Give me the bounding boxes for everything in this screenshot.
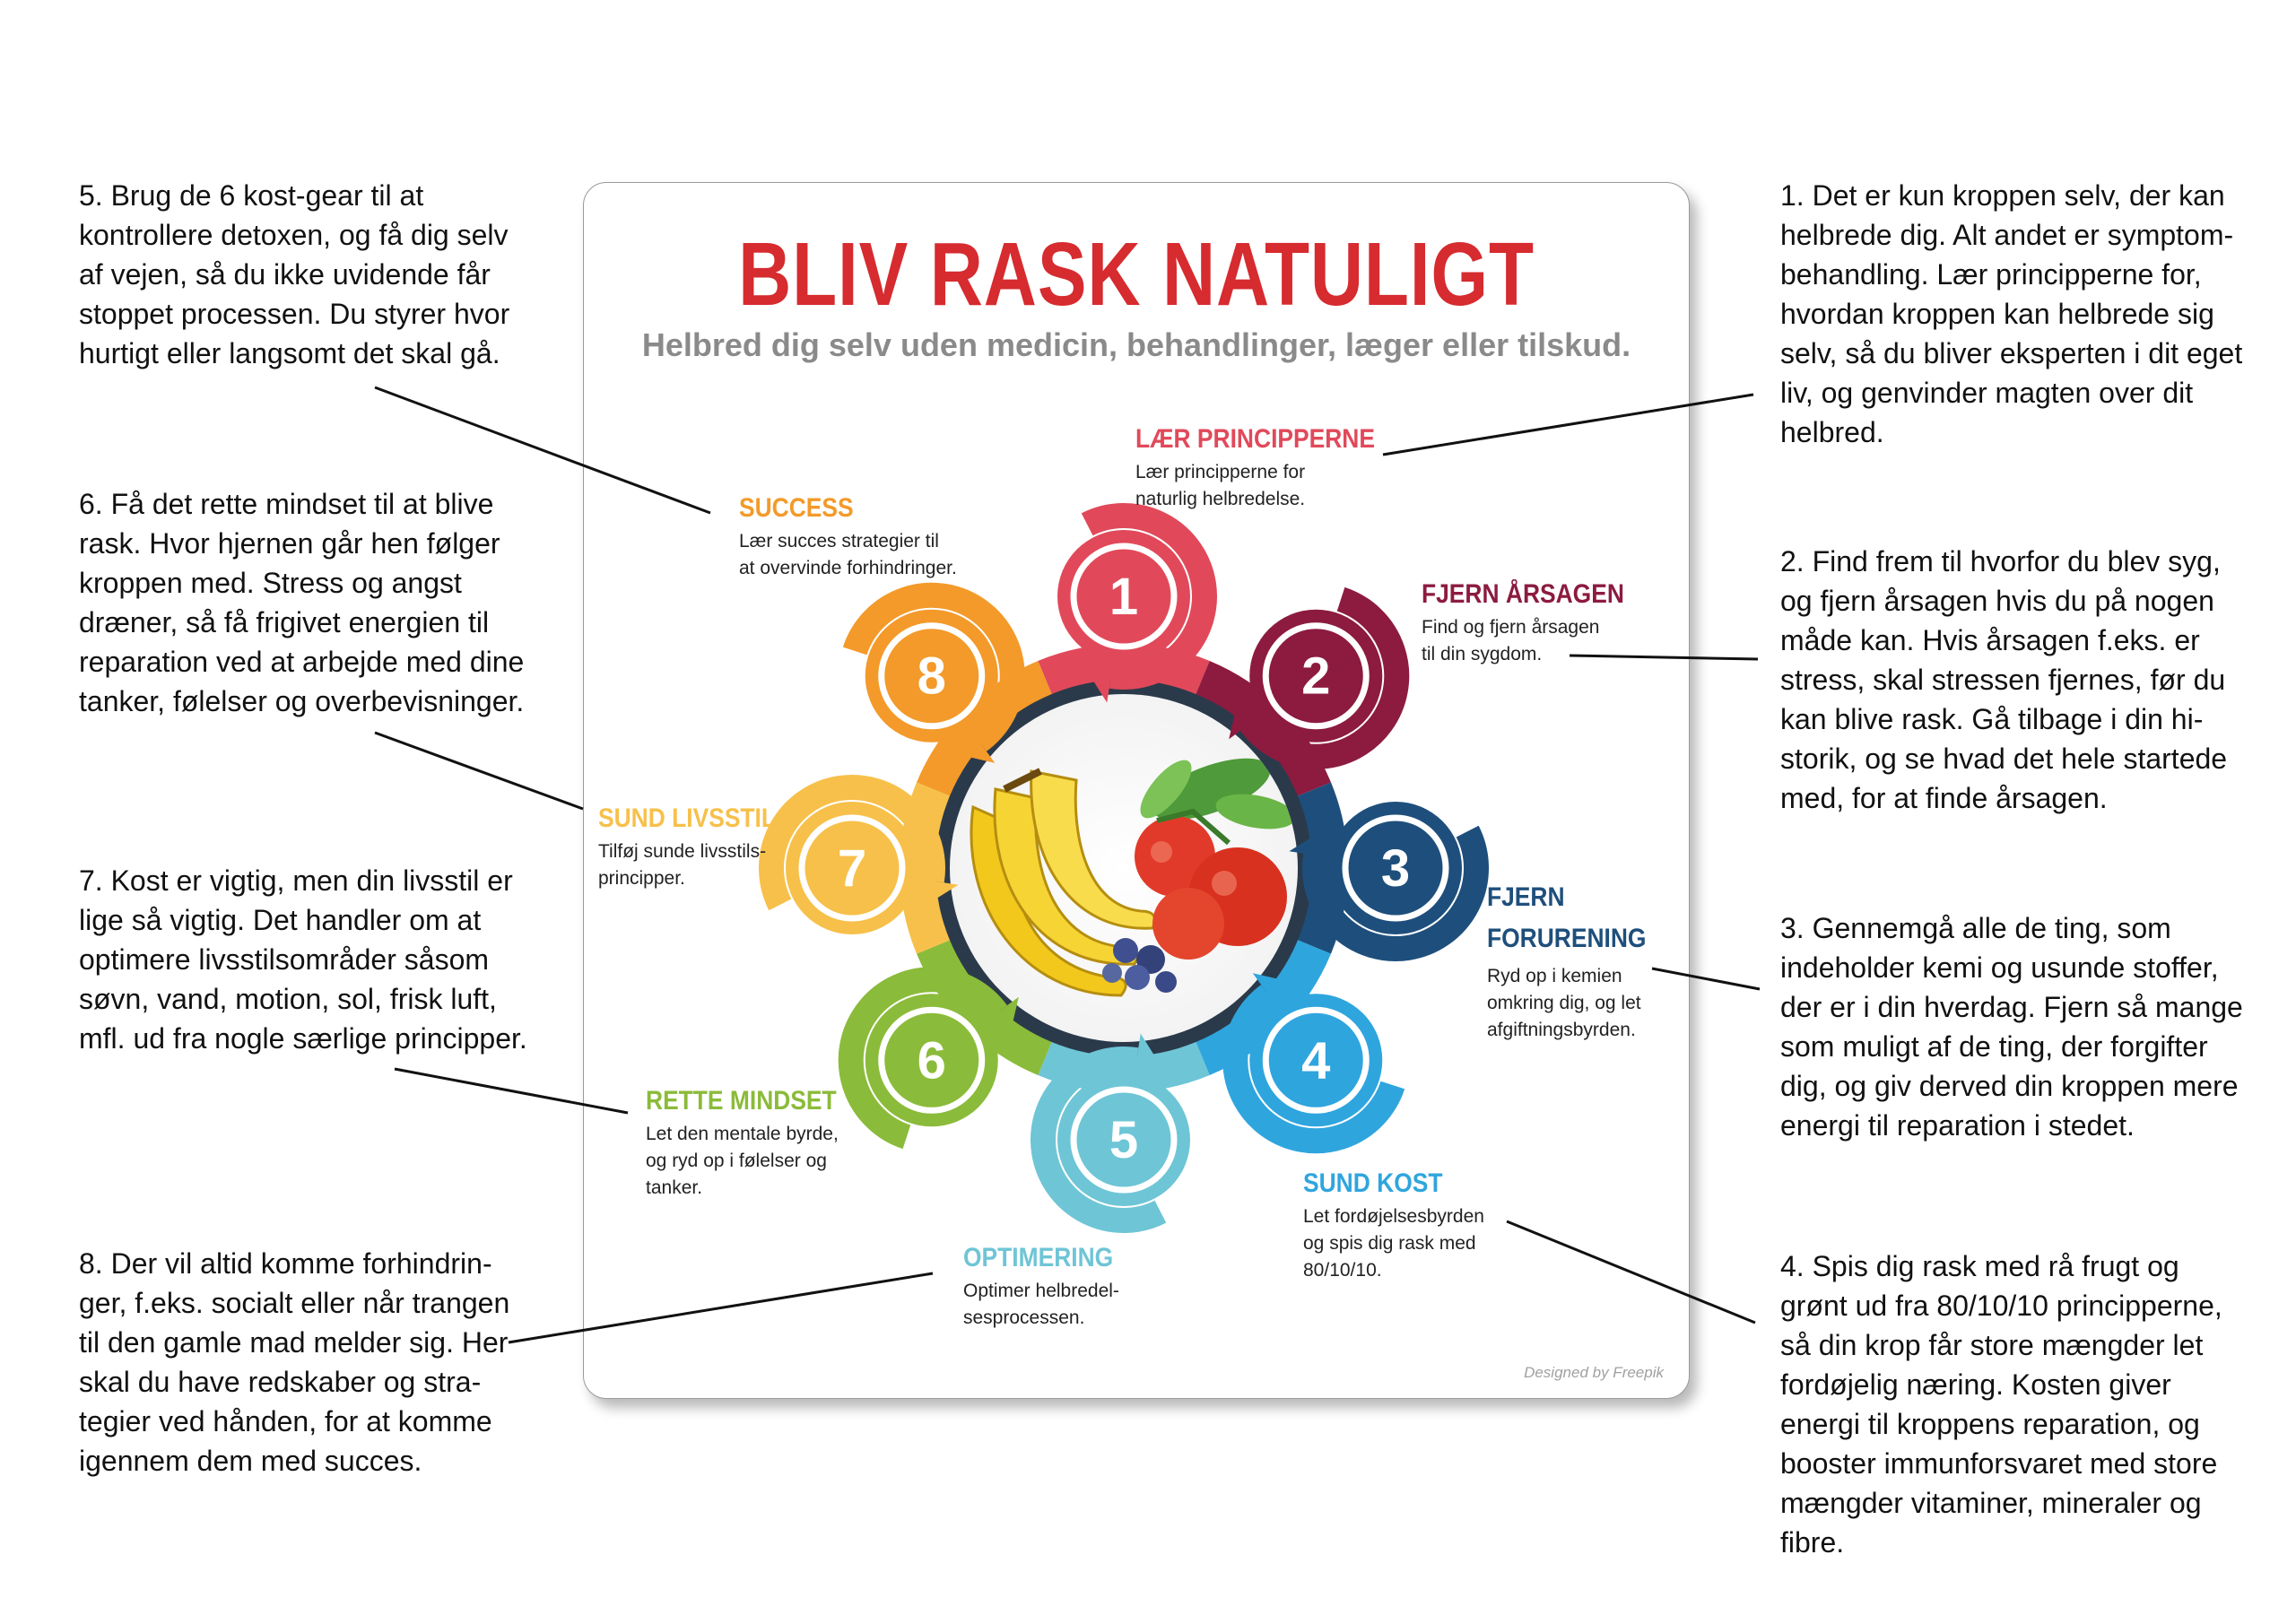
note-3: 3. Gennemgå alle de ting, som indeholder… [1780, 912, 2243, 1142]
infographic-title: BLIV RASK NATULIGT [738, 224, 1535, 325]
step-label-4: SUND KOST Let fordøjelsesbyrden og spis … [1303, 1168, 1484, 1284]
step-badge-1: 1 [1057, 503, 1217, 703]
step-heading-5: OPTIMERING [963, 1243, 1114, 1272]
note-5: 5. Brug de 6 kost-gear til at kontroller… [79, 179, 510, 369]
step-badge-5: 5 [1031, 1033, 1190, 1233]
arrow-arc-2 [1240, 586, 1410, 769]
arrow-arc-4 [1222, 985, 1405, 1154]
arrow-arc-3 [1302, 825, 1489, 961]
badge-number-7: 7 [838, 839, 866, 898]
step-label-6: RETTE MINDSET Let den mentale byrde, og … [646, 1085, 863, 1202]
infographic-subtitle: Helbred dig selv uden medicin, behandlin… [641, 326, 1631, 363]
badge-outer-7 [786, 802, 918, 934]
step-badge-2: 2 [1229, 586, 1410, 769]
step-badge-3: 3 [1289, 802, 1489, 961]
step-heading-1: LÆR PRINCIPPERNE [1135, 424, 1375, 454]
step-label-7: SUND LIVSSTIL Tilføj sunde livsstils- pr… [598, 803, 800, 892]
step-heading-2: FJERN ÅRSAGEN [1422, 579, 1624, 609]
badge-ring-2 [1262, 622, 1370, 730]
note-8: 8. Der vil altid komme forhindrin- ger, … [79, 1247, 510, 1477]
note-4: 4. Spis dig rask med rå frugt og grønt u… [1780, 1250, 2222, 1559]
badge-number-6: 6 [918, 1031, 946, 1090]
step-label-8: SUCCESS Lær succes strategier til at ove… [739, 492, 957, 582]
step-text-1: Lær principperne for naturlig helbredels… [1135, 462, 1306, 509]
step-text-3: Ryd op i kemien omkring dig, og let afgi… [1487, 966, 1641, 1040]
step-text-2: Find og fjern årsagen til din sygdom. [1422, 617, 1600, 664]
badge-outer-6 [865, 994, 998, 1127]
step-text-5: Optimer helbredel- sesprocessen. [963, 1281, 1119, 1328]
badge-outer-4 [1249, 994, 1383, 1127]
badge-number-8: 8 [918, 647, 946, 706]
badge-number-4: 4 [1301, 1031, 1330, 1090]
step-badge-6: 6 [838, 967, 1019, 1150]
step-heading-8: SUCCESS [739, 493, 854, 523]
arrow-head-7 [905, 876, 959, 904]
badge-ring-6 [878, 1006, 986, 1114]
badge-outer-2 [1249, 609, 1383, 743]
arrow-arc-5 [1031, 1046, 1167, 1233]
badge-number-1: 1 [1109, 568, 1138, 626]
step-label-5: OPTIMERING Optimer helbredel- sesprocess… [963, 1242, 1134, 1332]
badge-number-3: 3 [1381, 839, 1410, 898]
note-1: 1. Det er kun kroppen selv, der kan helb… [1780, 179, 2243, 448]
badge-outer-3 [1329, 802, 1462, 934]
badge-ring-1 [1070, 543, 1178, 650]
step-text-7: Tilføj sunde livsstils- principper. [598, 841, 767, 889]
step-heading-6: RETTE MINDSET [646, 1086, 837, 1116]
badge-ring-7 [798, 814, 906, 922]
arrow-arc-6 [838, 967, 1007, 1150]
step-text-8: Lær succes strategier til at overvinde f… [739, 531, 957, 578]
designer-credit: Designed by Freepik [1524, 1364, 1664, 1381]
arrow-head-5 [1132, 1033, 1160, 1087]
badge-outer-8 [865, 609, 998, 743]
badge-outer-5 [1057, 1073, 1190, 1206]
step-label-3: FJERN FORURENING Ryd op i kemien omkring… [1487, 877, 1668, 1044]
badge-ring-3 [1342, 814, 1449, 922]
fruit-illustration [970, 758, 1296, 997]
step-text-4: Let fordøjelsesbyrden og spis dig rask m… [1303, 1206, 1484, 1281]
step-heading-4: SUND KOST [1303, 1168, 1443, 1198]
step-heading-7: SUND LIVSSTIL [598, 803, 777, 833]
step-label-2: FJERN ÅRSAGEN Find og fjern årsagen til … [1422, 578, 1652, 668]
arrow-arc-1 [1081, 503, 1217, 690]
note-2: 2. Find frem til hvorfor du blev syg, og… [1780, 545, 2228, 814]
step-label-1: LÆR PRINCIPPERNE Lær principperne for na… [1135, 423, 1407, 513]
step-badge-7: 7 [759, 775, 959, 934]
badge-ring-4 [1262, 1006, 1370, 1114]
arrow-head-3 [1289, 832, 1343, 860]
arrow-head-1 [1088, 649, 1116, 703]
step-heading-3: FJERN FORURENING [1487, 882, 1647, 953]
badge-number-5: 5 [1109, 1111, 1138, 1169]
badge-number-2: 2 [1301, 647, 1330, 706]
step-text-6: Let den mentale byrde, og ryd op i følel… [646, 1124, 839, 1198]
badge-ring-8 [878, 622, 986, 730]
note-6: 6. Få det rette mindset til at blive ras… [79, 488, 525, 717]
note-7: 7. Kost er vigtig, men din livsstil er l… [79, 864, 527, 1055]
step-badge-4: 4 [1222, 973, 1405, 1154]
badge-outer-1 [1057, 530, 1190, 663]
badge-ring-5 [1070, 1086, 1178, 1194]
arrow-arc-7 [759, 775, 945, 911]
arrow-arc-8 [842, 582, 1025, 751]
step-badge-8: 8 [842, 582, 1025, 763]
